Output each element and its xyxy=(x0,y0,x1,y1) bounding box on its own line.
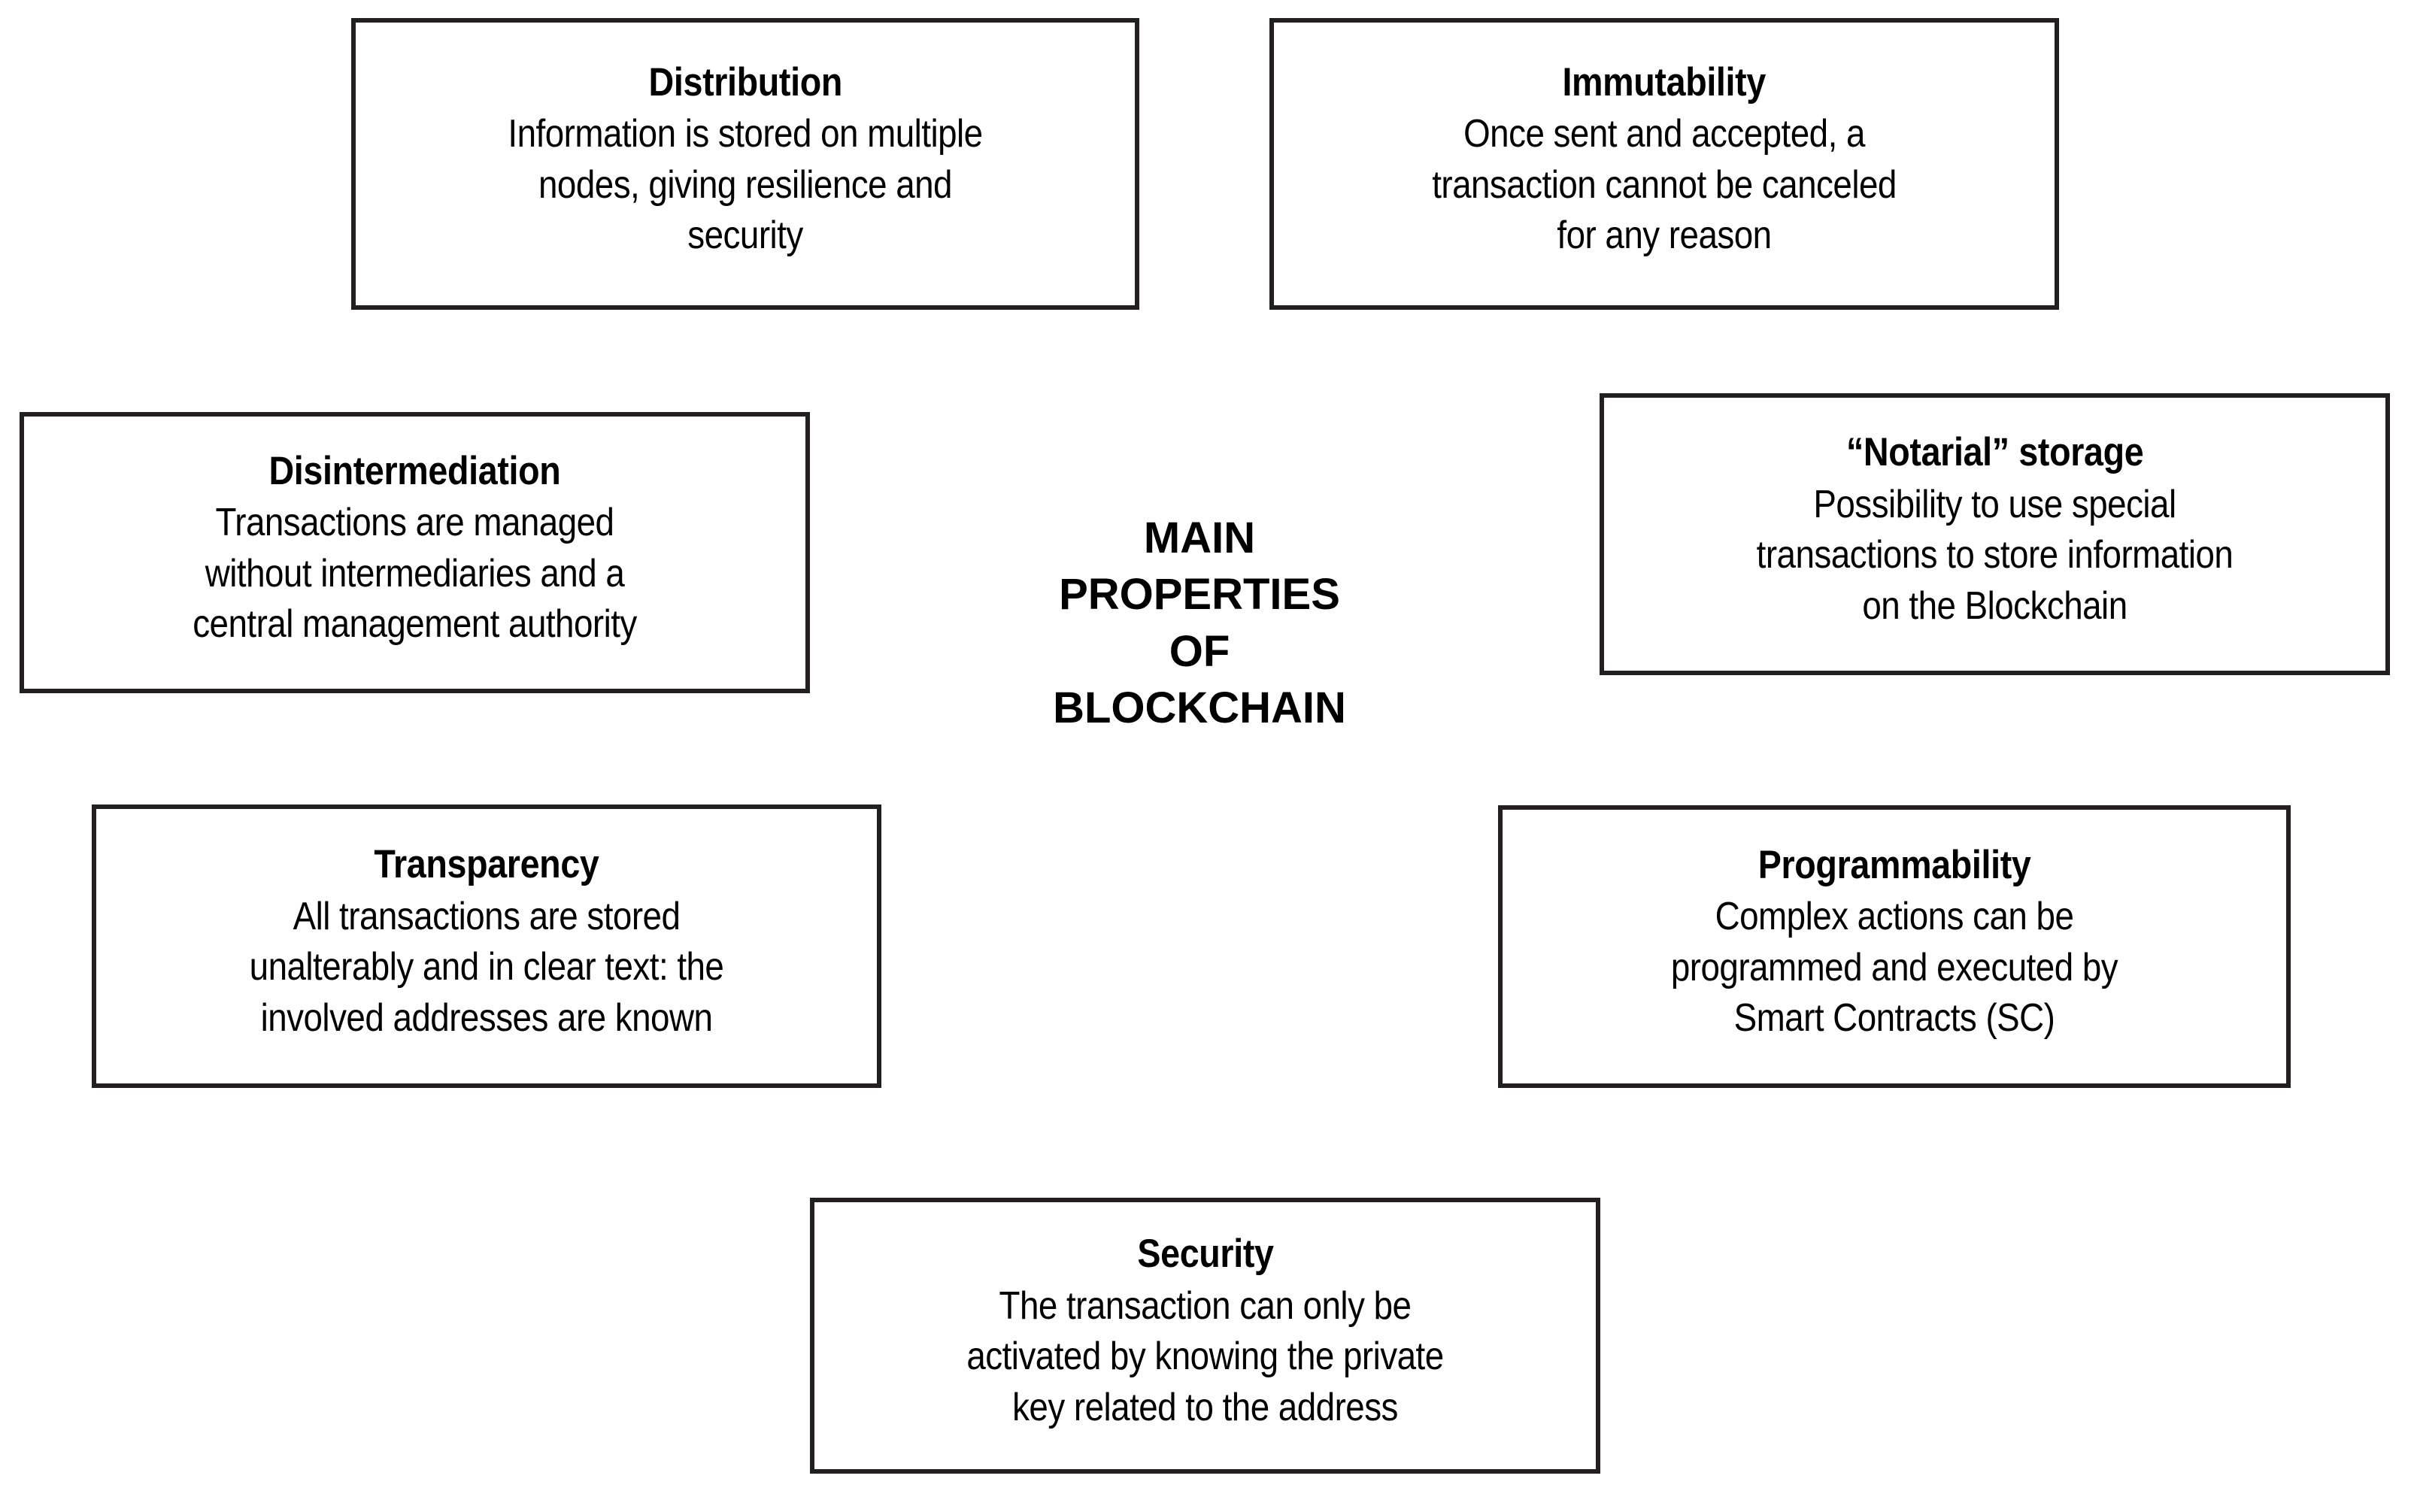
property-title-immutability: Immutability xyxy=(1562,59,1767,105)
property-body-line: without intermediaries and a xyxy=(205,551,625,595)
property-body-line: activated by knowing the private xyxy=(966,1335,1444,1379)
property-body-notarial-storage: Possibility to use special transactions … xyxy=(1616,480,2373,632)
property-box-programmability: Programmability Complex actions can be p… xyxy=(1498,805,2291,1088)
property-body-line: Information is stored on multiple xyxy=(508,112,983,156)
property-body-line: for any reason xyxy=(1557,214,1772,258)
property-body-distribution: Information is stored on multiple nodes,… xyxy=(368,109,1123,262)
property-body-line: Once sent and accepted, a xyxy=(1463,112,1865,156)
property-body-line: nodes, giving resilience and xyxy=(538,162,952,207)
property-body-security: The transaction can only be activated by… xyxy=(826,1281,1584,1434)
property-body-line: Possibility to use special xyxy=(1813,482,2176,526)
property-body-line: Transactions are managed xyxy=(215,501,615,545)
property-title-programmability: Programmability xyxy=(1757,842,2031,887)
property-body-line: key related to the address xyxy=(1012,1385,1398,1429)
property-body-line: transaction cannot be canceled xyxy=(1432,162,1897,207)
property-body-line: Complex actions can be xyxy=(1715,895,2074,939)
diagram-center-label: MAIN PROPERTIES OF BLOCKCHAIN xyxy=(1038,510,1361,737)
center-label-line: OF xyxy=(1169,626,1230,676)
property-body-line: central management authority xyxy=(193,602,637,647)
property-body-line: transactions to store information xyxy=(1756,533,2234,577)
property-body-line: programmed and executed by xyxy=(1670,945,2118,989)
property-body-line: on the Blockchain xyxy=(1862,583,2127,628)
property-box-disintermediation: Disintermediation Transactions are manag… xyxy=(20,412,810,693)
property-body-transparency: All transactions are stored unalterably … xyxy=(108,892,865,1044)
property-body-line: Smart Contracts (SC) xyxy=(1733,996,2055,1041)
property-body-line: unalterably and in clear text: the xyxy=(249,945,724,989)
center-label-line: BLOCKCHAIN xyxy=(1053,683,1346,733)
center-label-line: MAIN xyxy=(1143,514,1256,562)
property-body-line: involved addresses are known xyxy=(260,995,713,1040)
property-title-transparency: Transparency xyxy=(374,842,599,887)
property-box-notarial-storage: “Notarial” storage Possibility to use sp… xyxy=(1600,393,2390,675)
property-body-line: security xyxy=(687,214,803,258)
property-body-programmability: Complex actions can be programmed and ex… xyxy=(1515,892,2274,1044)
property-body-disintermediation: Transactions are managed without interme… xyxy=(36,498,793,650)
property-title-security: Security xyxy=(1136,1232,1274,1277)
property-title-notarial-storage: “Notarial” storage xyxy=(1845,430,2144,475)
center-label-line: PROPERTIES xyxy=(1059,570,1340,620)
property-box-security: Security The transaction can only be act… xyxy=(810,1198,1600,1474)
property-body-line: All transactions are stored xyxy=(293,894,681,938)
property-title-disintermediation: Disintermediation xyxy=(268,448,561,493)
property-body-immutability: Once sent and accepted, a transaction ca… xyxy=(1286,109,2043,262)
property-body-line: The transaction can only be xyxy=(999,1283,1412,1328)
property-box-transparency: Transparency All transactions are stored… xyxy=(92,804,881,1088)
property-box-distribution: Distribution Information is stored on mu… xyxy=(351,18,1139,310)
property-box-immutability: Immutability Once sent and accepted, a t… xyxy=(1269,18,2059,310)
property-title-distribution: Distribution xyxy=(648,59,842,105)
